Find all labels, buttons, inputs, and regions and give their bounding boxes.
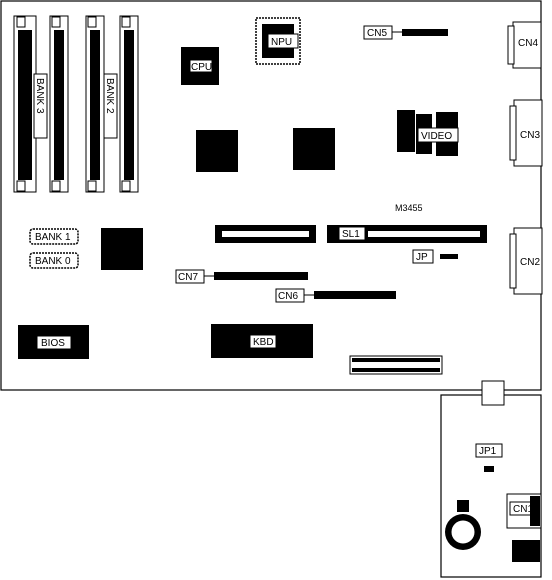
sl1-label: SL1: [342, 229, 360, 240]
cn3-connector: CN3: [509, 99, 543, 167]
jp-label: JP: [416, 252, 428, 263]
cn1-label: CN1: [513, 504, 533, 515]
cn7-connector: CN7: [175, 269, 308, 284]
bank1-socket: BANK 1: [29, 228, 79, 245]
cn5-label: CN5: [367, 28, 387, 39]
board-connector-tab: [481, 380, 505, 406]
npu-label: NPU: [271, 37, 292, 48]
cn6-connector: CN6: [275, 288, 396, 303]
chipset-chip-1: [196, 130, 238, 172]
chipset-chip-3: [101, 228, 143, 270]
cn5-connector: CN5: [363, 25, 448, 40]
kbd-chip: KBD: [211, 324, 313, 358]
expansion-slot-1: [215, 225, 316, 243]
cn3-label: CN3: [520, 130, 540, 141]
bank3-label: BANK 3: [34, 78, 45, 114]
bank2-label: BANK 2: [104, 78, 115, 114]
cpu-chip: CPU: [181, 47, 219, 85]
model-label: M3455: [395, 203, 423, 213]
kbd-label: KBD: [253, 337, 274, 348]
simm-slot-4: [119, 15, 139, 193]
simm-slot-3: [85, 15, 105, 193]
bank2-label-box: BANK 2: [103, 73, 118, 139]
riser-bottom-connector: [512, 540, 540, 562]
bank0-label: BANK 0: [35, 256, 71, 267]
cn2-connector: CN2: [509, 227, 543, 295]
cn1-connector: CN1: [506, 493, 542, 529]
video-chips: VIDEO: [397, 110, 459, 156]
header-strip: [349, 355, 443, 375]
npu-socket: NPU: [255, 17, 301, 65]
cn2-label: CN2: [520, 257, 540, 268]
video-label: VIDEO: [421, 131, 452, 142]
jp1-label: JP1: [479, 446, 497, 457]
simm-slot-1: [13, 15, 37, 193]
battery: [445, 500, 481, 550]
jp-jumper: JP: [412, 249, 458, 264]
expansion-slot-sl1: SL1: [327, 225, 487, 243]
bank3-label-box: BANK 3: [33, 73, 48, 139]
cpu-label: CPU: [191, 62, 212, 73]
bank1-label: BANK 1: [35, 232, 71, 243]
chipset-chip-2: [293, 128, 335, 170]
simm-slot-2: [49, 15, 69, 193]
bank0-socket: BANK 0: [29, 252, 79, 269]
cn7-label: CN7: [178, 272, 198, 283]
cn4-label: CN4: [518, 38, 538, 49]
cn4-connector: CN4: [507, 21, 542, 69]
bios-label: BIOS: [41, 338, 65, 349]
jp1-jumper: JP1: [475, 443, 503, 472]
cn6-label: CN6: [278, 291, 298, 302]
bios-chip: BIOS: [18, 325, 89, 359]
